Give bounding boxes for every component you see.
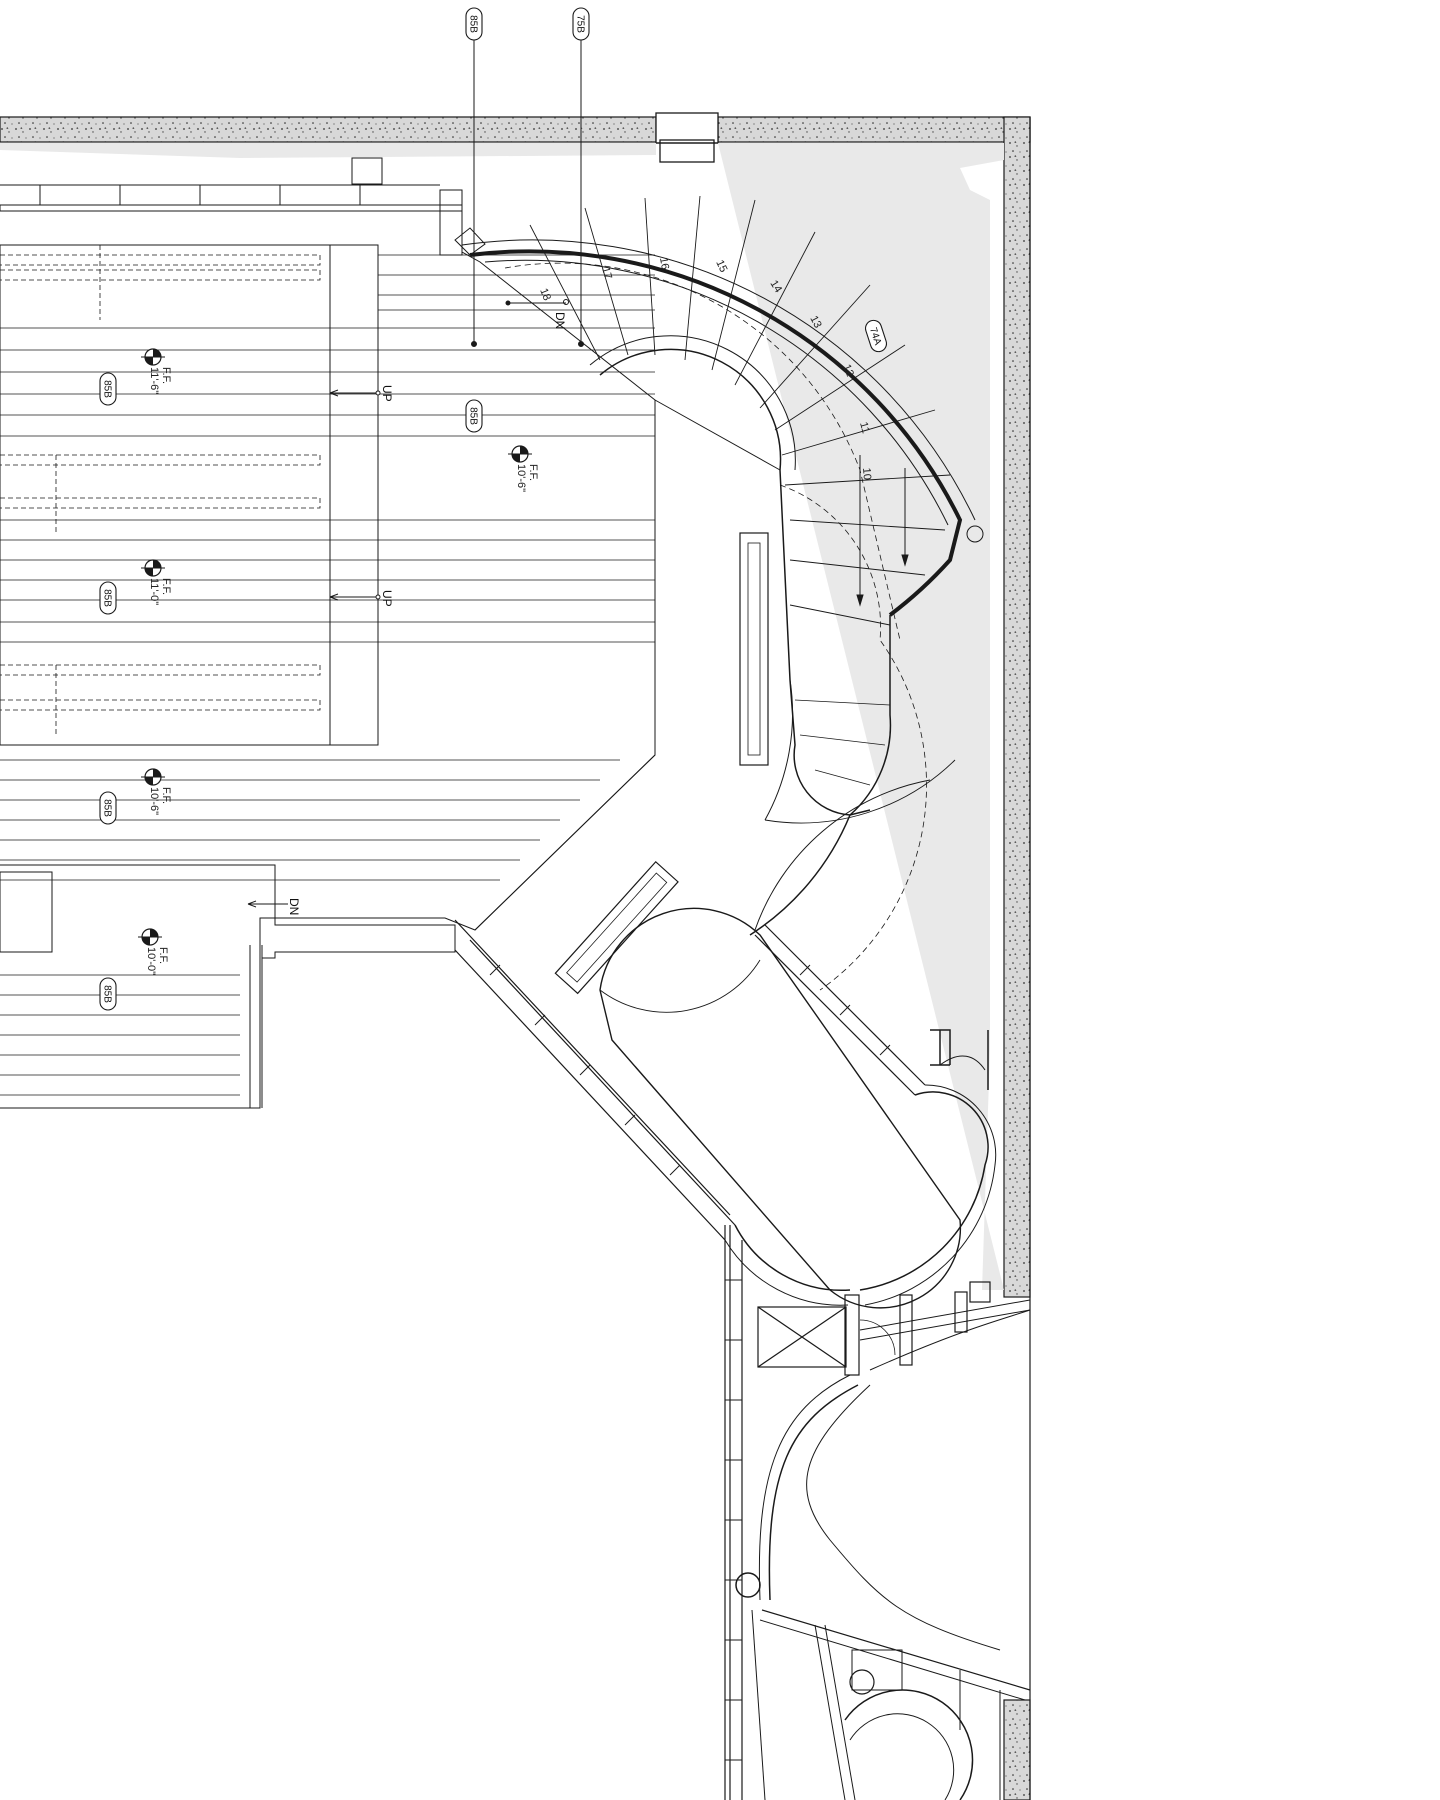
up-arrow-2 xyxy=(329,593,381,601)
elevation-marker-5: F.F. 10'-0" xyxy=(138,928,169,975)
stair-down-arrows xyxy=(856,455,909,607)
tag-label: 85B xyxy=(102,799,113,817)
elev-value: 10'-6" xyxy=(148,787,160,815)
elev-value: 10'-6" xyxy=(515,464,527,492)
elev-label: F.F. xyxy=(160,787,172,804)
tag-85b-4: 85B xyxy=(99,977,117,1011)
tag-85b-2: 85B xyxy=(99,581,117,615)
step-number: 12 xyxy=(840,363,856,379)
deck-platforms xyxy=(0,157,656,1109)
step-number: 17 xyxy=(599,266,614,281)
tag-label: 85B xyxy=(102,589,113,607)
wall-shading xyxy=(0,143,1004,1290)
leader-lines xyxy=(471,40,584,347)
elevation-marker-3: F.F. 11'-0" xyxy=(141,559,172,605)
tag-85b-top: 85B xyxy=(465,7,483,41)
elev-label: F.F. xyxy=(160,367,172,384)
elev-label: F.F. xyxy=(157,947,169,964)
step-number: 15 xyxy=(713,258,729,274)
step-number: 13 xyxy=(807,314,823,330)
dn-stair-label: DN xyxy=(553,312,567,329)
diagonal-wall xyxy=(454,919,997,1306)
stair-step-numbers: 18 17 16 15 14 13 12 11 10 xyxy=(537,256,873,480)
tag-label: 85B xyxy=(468,15,479,33)
elevation-marker-1: F.F. 11'-6" xyxy=(141,348,172,394)
up-label-2: UP xyxy=(380,590,394,607)
tag-75b-top: 75B xyxy=(572,7,590,41)
tag-label: 85B xyxy=(468,407,479,425)
tag-label: 85B xyxy=(102,985,113,1003)
elev-value: 10'-0" xyxy=(145,947,157,975)
tag-74a: 74A xyxy=(864,319,888,353)
step-number: 10 xyxy=(860,467,873,480)
step-number: 14 xyxy=(767,278,784,295)
corridor-walls xyxy=(724,1225,1031,1800)
tag-85b-1: 85B xyxy=(99,372,117,406)
up-arrow-1 xyxy=(329,389,381,397)
exterior-wall xyxy=(0,116,1031,1800)
up-label-1: UP xyxy=(380,385,394,402)
elev-label: F.F. xyxy=(160,578,172,595)
elev-label: F.F. xyxy=(527,464,539,481)
tag-85b-landing: 85B xyxy=(465,399,483,433)
tag-label: 85B xyxy=(102,380,113,398)
step-number: 11 xyxy=(857,421,872,435)
elevation-marker-4: F.F. 10'-6" xyxy=(141,768,172,815)
step-number: 18 xyxy=(537,287,553,303)
elev-value: 11'-0" xyxy=(148,578,160,605)
step-number: 16 xyxy=(657,256,671,270)
tag-85b-3: 85B xyxy=(99,791,117,825)
tag-label: 75B xyxy=(575,15,586,33)
dn-arrow-lower xyxy=(247,900,288,908)
flue-box xyxy=(655,112,719,163)
elevation-marker-2: F.F. 10'-6" xyxy=(508,445,539,492)
elev-value: 11'-6" xyxy=(148,367,160,394)
tag-label: 74A xyxy=(867,326,883,347)
curving-walkway xyxy=(474,399,962,1309)
dn-lower-label: DN xyxy=(287,898,301,915)
